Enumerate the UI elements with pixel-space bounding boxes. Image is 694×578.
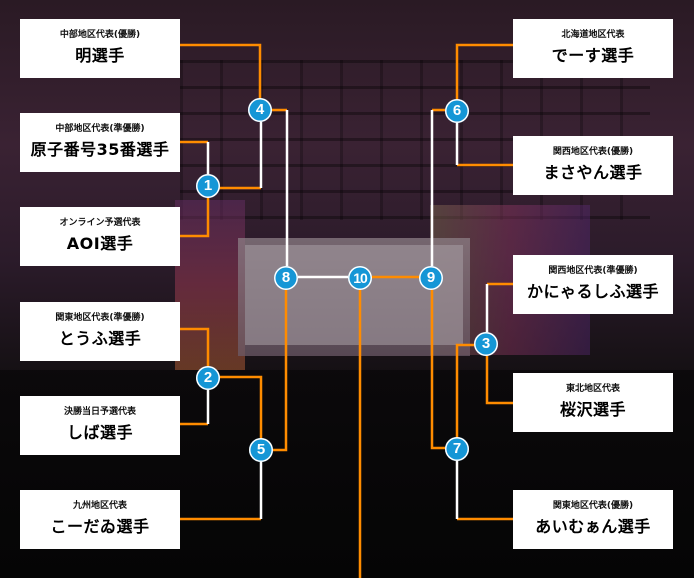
line-akira xyxy=(180,43,262,110)
stage-light-left xyxy=(175,200,245,370)
player-name: あいむぁん選手 xyxy=(535,517,651,536)
match-node-4: 4 xyxy=(248,98,272,122)
player-card: 関東地区代表(準優勝) とうふ選手 xyxy=(20,302,180,361)
match-node-7: 7 xyxy=(445,437,469,461)
stage-screen xyxy=(245,245,463,345)
player-name: かにゃるしふ選手 xyxy=(526,282,659,301)
match-node-3: 3 xyxy=(474,332,498,356)
player-region: 東北地区代表 xyxy=(565,384,620,394)
player-region: 九州地区代表 xyxy=(72,501,127,511)
match-node-2: 2 xyxy=(196,366,220,390)
player-name: でーす選手 xyxy=(551,46,635,65)
match-node-9: 9 xyxy=(419,266,443,290)
line-m2 xyxy=(208,375,263,450)
player-region: 中部地区代表(優勝) xyxy=(59,30,141,40)
player-region: 北海道地区代表 xyxy=(561,30,625,40)
player-name: 原子番号35番選手 xyxy=(30,140,170,159)
player-name: しば選手 xyxy=(66,423,133,442)
player-card: 北海道地区代表でーす選手 xyxy=(513,19,673,78)
player-region: オンライン予選代表 xyxy=(59,218,141,228)
line-sakurasawa xyxy=(485,343,513,405)
player-name: とうふ選手 xyxy=(58,329,142,348)
line-tofu xyxy=(180,327,210,378)
player-name: AOI選手 xyxy=(66,234,134,253)
player-card: 関西地区代表(優勝) まさやん選手 xyxy=(513,136,673,195)
player-region: 中部地区代表(準優勝) xyxy=(55,124,145,134)
match-node-6: 6 xyxy=(445,99,469,123)
player-card: 関西地区代表(準優勝) かにゃるしふ選手 xyxy=(513,255,673,314)
player-region: 関西地区代表(優勝) xyxy=(552,147,634,157)
player-name: 明選手 xyxy=(75,46,125,65)
player-region: 関西地区代表(準優勝) xyxy=(548,266,638,276)
line-m3 xyxy=(455,343,487,448)
line-m5 xyxy=(261,278,288,452)
player-region: 関東地区代表(優勝) xyxy=(552,501,634,511)
player-name: こーだゐ選手 xyxy=(50,517,150,536)
player-card: 決勝当日予選代表しば選手 xyxy=(20,396,180,455)
line-m7 xyxy=(430,278,457,450)
player-card: 九州地区代表こーだゐ選手 xyxy=(20,490,180,549)
player-card: 中部地区代表(優勝) 明選手 xyxy=(20,19,180,78)
player-card: オンライン予選代表 AOI選手 xyxy=(20,207,180,266)
player-card: 東北地区代表桜沢選手 xyxy=(513,373,673,432)
player-name: まさやん選手 xyxy=(543,163,643,182)
match-node-8: 8 xyxy=(274,266,298,290)
player-name: 桜沢選手 xyxy=(559,400,626,419)
player-card: 関東地区代表(優勝) あいむぁん選手 xyxy=(513,490,673,549)
match-node-5: 5 xyxy=(249,438,273,462)
line-aoi xyxy=(180,186,210,238)
player-card: 中部地区代表(準優勝) 原子番号35番選手 xyxy=(20,113,180,172)
match-node-10: 10 xyxy=(348,266,372,290)
player-region: 決勝当日予選代表 xyxy=(63,407,136,417)
match-node-1: 1 xyxy=(196,174,220,198)
line-desu xyxy=(455,43,513,112)
player-region: 関東地区代表(準優勝) xyxy=(55,313,145,323)
